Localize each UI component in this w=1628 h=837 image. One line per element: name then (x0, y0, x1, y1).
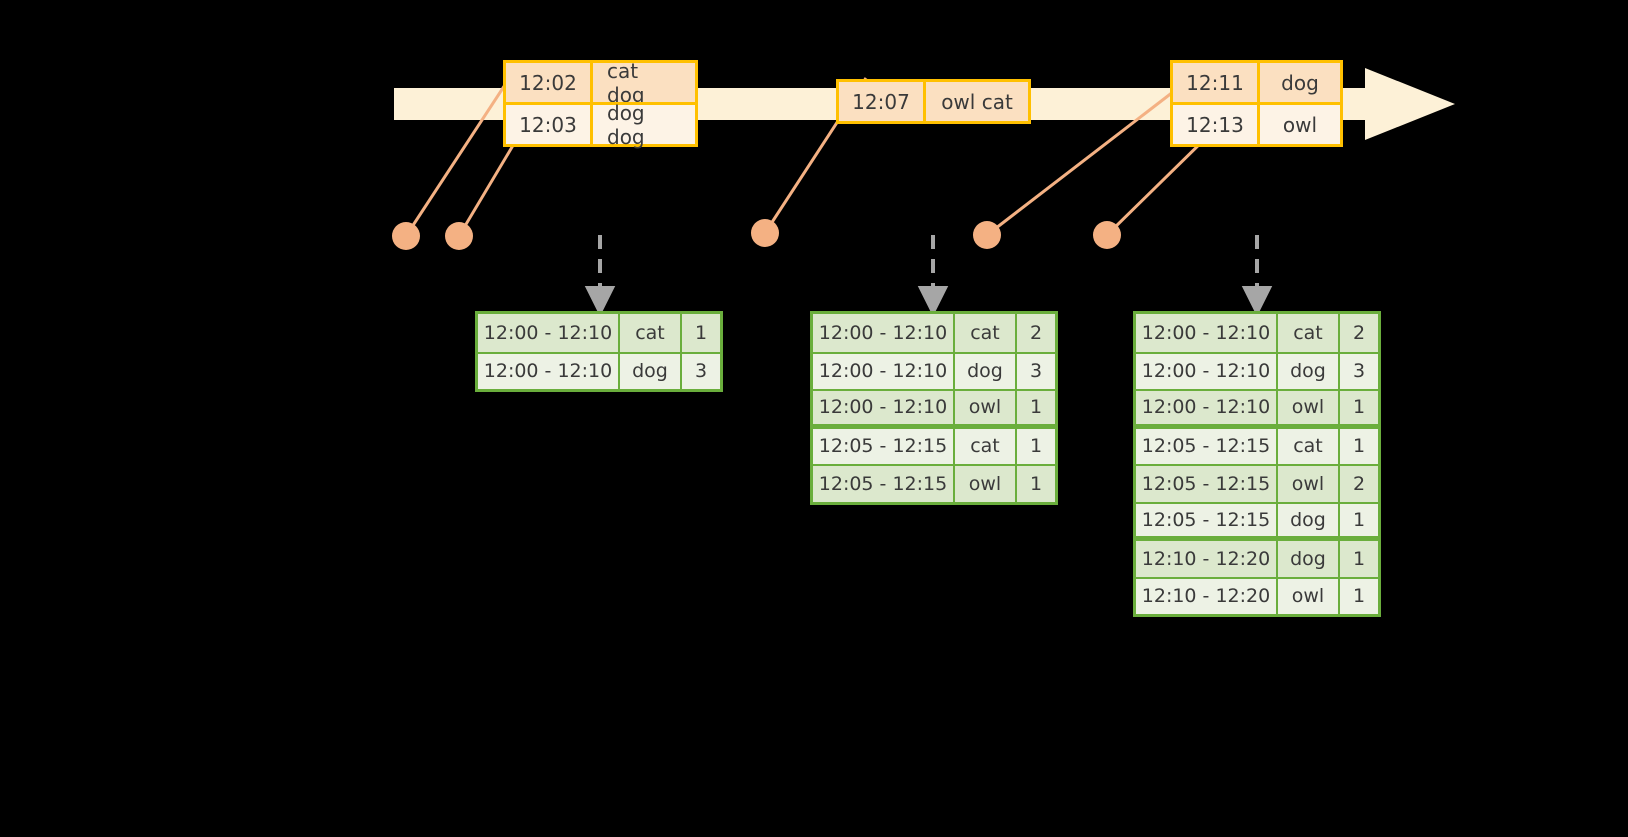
cell-word: dog (953, 353, 1015, 389)
cell-count: 3 (1338, 353, 1378, 389)
table-row[interactable]: 12:10 - 12:20 owl 1 (1136, 576, 1378, 614)
pointer-arrow-table-3 (1241, 235, 1273, 317)
event-dot (751, 219, 779, 247)
cell-count: 1 (1015, 428, 1055, 464)
cell-window: 12:00 - 12:10 (1136, 314, 1276, 352)
cell-window: 12:00 - 12:10 (813, 314, 953, 352)
cell-count: 1 (1338, 428, 1378, 464)
table-row[interactable]: 12:05 - 12:15 owl 1 (813, 464, 1055, 502)
cell-window: 12:00 - 12:10 (478, 314, 618, 352)
cell-word: owl (953, 466, 1015, 502)
event-text: cat dog (590, 59, 695, 107)
event-dot (973, 221, 1001, 249)
cell-word: owl (1276, 391, 1338, 424)
event-time: 12:02 (506, 63, 590, 102)
event-time: 12:11 (1173, 63, 1257, 102)
table-pointer-arrows (584, 235, 1273, 317)
table-row[interactable]: 12:00 - 12:10 cat 1 (478, 314, 720, 352)
result-table-3[interactable]: 12:00 - 12:10 cat 2 12:00 - 12:10 dog 3 … (1133, 311, 1381, 617)
event-time: 12:07 (839, 82, 923, 121)
table-row[interactable]: 12:00 - 12:10 dog 3 (1136, 351, 1378, 389)
event-dot (1093, 221, 1121, 249)
cell-count: 1 (1338, 578, 1378, 614)
cell-word: dog (1276, 353, 1338, 389)
event-row[interactable]: 12:11 dog (1173, 63, 1340, 102)
cell-count: 1 (1338, 541, 1378, 577)
event-text: owl cat (923, 82, 1028, 121)
cell-window: 12:05 - 12:15 (813, 466, 953, 502)
cell-count: 2 (1338, 314, 1378, 352)
cell-word: owl (1276, 466, 1338, 502)
cell-window: 12:05 - 12:15 (1136, 503, 1276, 536)
cell-count: 1 (1015, 391, 1055, 424)
event-text: dog dog (590, 101, 695, 149)
event-dots (392, 219, 1121, 250)
event-box-group-2[interactable]: 12:07 owl cat (836, 79, 1031, 124)
cell-window: 12:05 - 12:15 (1136, 428, 1276, 464)
cell-window: 12:10 - 12:20 (1136, 541, 1276, 577)
cell-word: cat (1276, 314, 1338, 352)
table-row[interactable]: 12:05 - 12:15 cat 1 (813, 426, 1055, 464)
event-row[interactable]: 12:13 owl (1173, 102, 1340, 144)
table-row[interactable]: 12:00 - 12:10 cat 2 (813, 314, 1055, 352)
event-time: 12:13 (1173, 105, 1257, 144)
event-time: 12:03 (506, 105, 590, 144)
cell-window: 12:00 - 12:10 (1136, 353, 1276, 389)
table-row[interactable]: 12:05 - 12:15 cat 1 (1136, 426, 1378, 464)
table-row[interactable]: 12:10 - 12:20 dog 1 (1136, 539, 1378, 577)
table-row[interactable]: 12:00 - 12:10 dog 3 (478, 351, 720, 389)
cell-count: 1 (1015, 466, 1055, 502)
pointer-arrow-table-2 (917, 235, 949, 317)
event-box-group-3[interactable]: 12:11 dog 12:13 owl (1170, 60, 1343, 147)
event-text: owl (1257, 105, 1340, 144)
table-row[interactable]: 12:05 - 12:15 dog 1 (1136, 501, 1378, 539)
event-box-group-1[interactable]: 12:02 cat dog 12:03 dog dog (503, 59, 698, 149)
event-dot (392, 222, 420, 250)
table-row[interactable]: 12:00 - 12:10 owl 1 (813, 389, 1055, 427)
cell-window: 12:05 - 12:15 (813, 428, 953, 464)
cell-word: owl (953, 391, 1015, 424)
cell-count: 1 (680, 314, 720, 352)
event-row[interactable]: 12:07 owl cat (839, 82, 1028, 121)
event-row[interactable]: 12:02 cat dog (506, 59, 695, 107)
cell-count: 1 (1338, 503, 1378, 536)
cell-word: dog (618, 353, 680, 389)
event-text: dog (1257, 63, 1340, 102)
cell-count: 1 (1338, 391, 1378, 424)
cell-word: owl (1276, 578, 1338, 614)
cell-count: 2 (1015, 314, 1055, 352)
cell-word: cat (953, 314, 1015, 352)
cell-window: 12:00 - 12:10 (813, 391, 953, 424)
cell-window: 12:00 - 12:10 (478, 353, 618, 389)
table-row[interactable]: 12:00 - 12:10 cat 2 (1136, 314, 1378, 352)
table-row[interactable]: 12:00 - 12:10 owl 1 (1136, 389, 1378, 427)
event-row[interactable]: 12:03 dog dog (506, 101, 695, 149)
cell-count: 3 (680, 353, 720, 389)
cell-word: cat (618, 314, 680, 352)
cell-word: cat (1276, 428, 1338, 464)
cell-window: 12:00 - 12:10 (1136, 391, 1276, 424)
cell-word: dog (1276, 541, 1338, 577)
cell-window: 12:10 - 12:20 (1136, 578, 1276, 614)
cell-window: 12:00 - 12:10 (813, 353, 953, 389)
event-dot (445, 222, 473, 250)
table-row[interactable]: 12:05 - 12:15 owl 2 (1136, 464, 1378, 502)
cell-word: dog (1276, 503, 1338, 536)
result-table-2[interactable]: 12:00 - 12:10 cat 2 12:00 - 12:10 dog 3 … (810, 311, 1058, 505)
cell-count: 3 (1015, 353, 1055, 389)
cell-word: cat (953, 428, 1015, 464)
cell-count: 2 (1338, 466, 1378, 502)
cell-window: 12:05 - 12:15 (1136, 466, 1276, 502)
result-table-1[interactable]: 12:00 - 12:10 cat 1 12:00 - 12:10 dog 3 (475, 311, 723, 392)
table-row[interactable]: 12:00 - 12:10 dog 3 (813, 351, 1055, 389)
pointer-arrow-table-1 (584, 235, 616, 317)
